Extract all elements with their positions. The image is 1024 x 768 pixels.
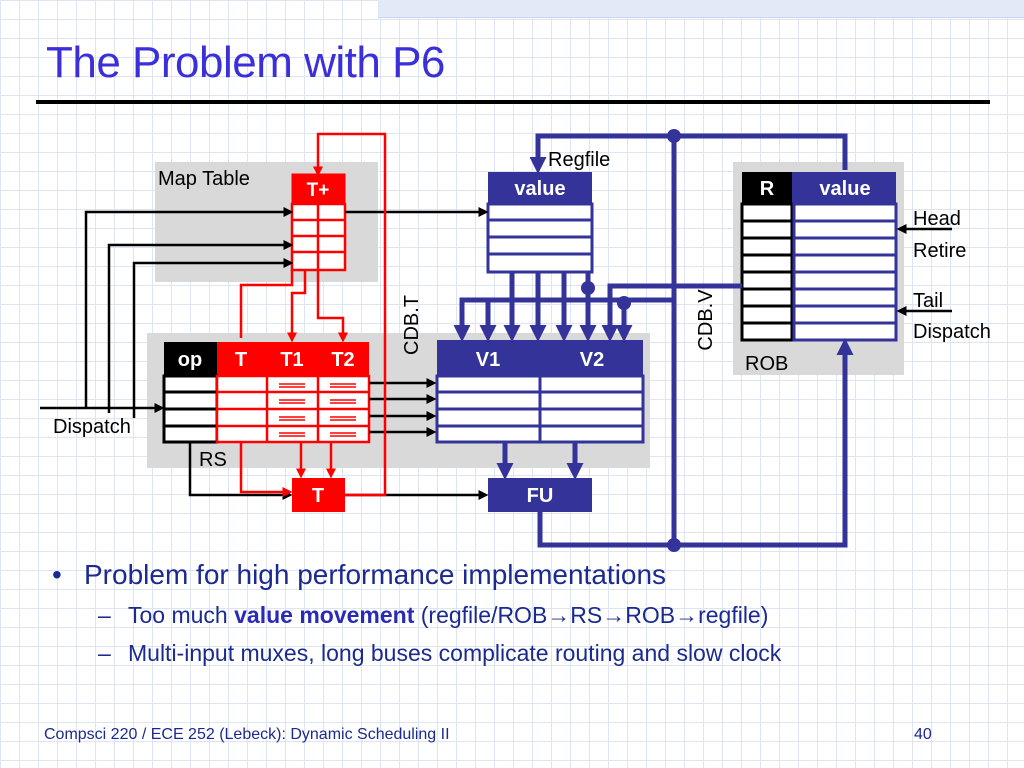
rob-value-header-label: value xyxy=(819,178,870,200)
rob-label: ROB xyxy=(745,353,788,375)
sub-bullet-1-emphasis: value movement xyxy=(234,602,415,628)
sub-bullet-1-prefix: Too much xyxy=(128,602,235,628)
t-box-label: T xyxy=(312,485,324,507)
cdb-t-label: CDB.T xyxy=(401,295,423,355)
footer-course: Compsci 220 / ECE 252 (Lebeck): Dynamic … xyxy=(44,726,450,743)
rob-r-header-label: R xyxy=(760,178,775,200)
fu-box xyxy=(488,478,592,512)
rob-head-label: Head xyxy=(913,208,961,230)
rob-retire-label: Retire xyxy=(913,240,966,262)
rob-dispatch-label: Dispatch xyxy=(913,321,991,343)
sub-bullet-1-suffix: (regfile/ROB→RS→ROB→regfile) xyxy=(414,602,769,628)
t-box xyxy=(292,478,345,512)
corner-decoration xyxy=(378,0,1024,18)
rs-v-header xyxy=(437,340,643,376)
rob-value-header xyxy=(792,172,896,204)
sub-bullet-2-text: Multi-input muxes, long buses complicate… xyxy=(128,640,782,666)
rob-r-header xyxy=(742,172,792,204)
bullet-list: • Problem for high performance implement… xyxy=(44,557,1004,669)
map-table-label: Map Table xyxy=(158,168,250,190)
map-table-header-label: T+ xyxy=(307,180,330,201)
fu-box-label: FU xyxy=(527,485,554,507)
dash-icon: – xyxy=(98,640,111,666)
rs-v1-header-label: V1 xyxy=(476,349,500,371)
regfile-label: Regfile xyxy=(548,149,610,171)
rs-t-header-label: T xyxy=(235,349,247,371)
bullet-main-text: Problem for high performance implementat… xyxy=(84,559,667,590)
slide-title: The Problem with P6 xyxy=(46,38,445,87)
rs-v2-header-label: V2 xyxy=(580,349,604,371)
cdb-v-label: CDB.V xyxy=(695,289,717,351)
rs-op-header xyxy=(164,342,217,376)
title-underline xyxy=(36,100,990,104)
sub-bullet-item: – Too much value movement (regfile/ROB→R… xyxy=(44,599,1004,631)
bullet-dot-icon: • xyxy=(52,559,62,590)
regfile-value-header: value xyxy=(514,178,565,200)
dash-icon: – xyxy=(98,602,111,628)
rs-dispatch-label: Dispatch xyxy=(53,416,131,438)
rob-tail-label: Tail xyxy=(913,290,943,312)
footer-page-number: 40 xyxy=(914,726,932,743)
rs-op-header-label: op xyxy=(178,349,202,371)
rs-t1-header-label: T1 xyxy=(280,349,303,371)
sub-bullet-item: – Multi-input muxes, long buses complica… xyxy=(44,637,1004,669)
rs-t-header xyxy=(217,342,369,376)
rs-t2-header-label: T2 xyxy=(331,349,354,371)
rs-label: RS xyxy=(199,449,227,471)
bullet-item: • Problem for high performance implement… xyxy=(44,557,1004,593)
regfile-header xyxy=(488,172,592,204)
